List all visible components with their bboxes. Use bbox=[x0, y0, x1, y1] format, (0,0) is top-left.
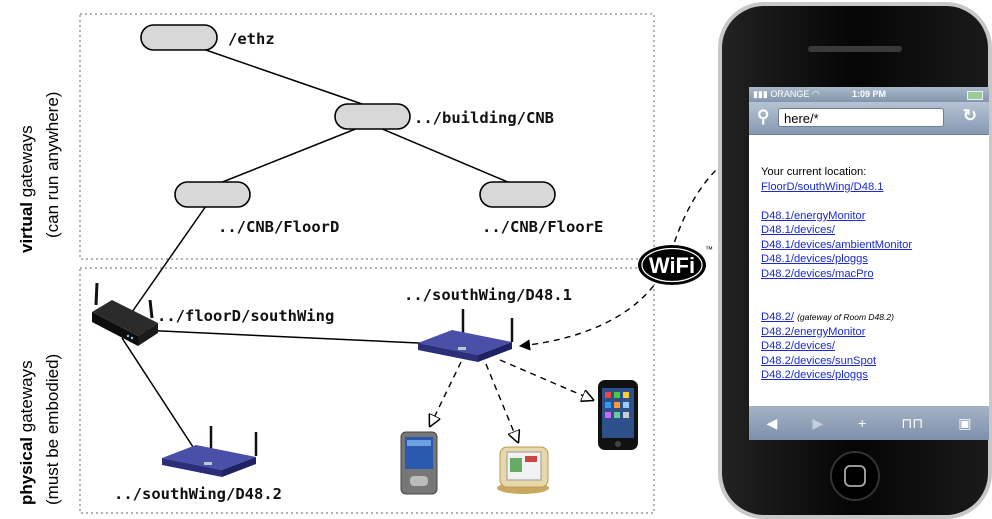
add-icon[interactable]: + bbox=[858, 415, 867, 431]
edge-southwing-d482 bbox=[121, 337, 196, 451]
physical-gateways-box bbox=[79, 267, 655, 514]
phone-screen: ▮▮▮ ORANGE ◠ 1:09 PM ⚲ here/* ↻ Your cur… bbox=[749, 87, 989, 440]
status-time: 1:09 PM bbox=[851, 89, 886, 99]
signal-icon: ▮▮▮ bbox=[753, 89, 768, 99]
ambient-display-icon[interactable] bbox=[497, 446, 549, 494]
search-icon: ⚲ bbox=[757, 107, 770, 126]
pda-device-icon[interactable] bbox=[400, 431, 438, 495]
result-link[interactable]: D48.2/energyMonitor bbox=[761, 325, 866, 338]
virtual-gateways-label: virtual gateways bbox=[17, 125, 36, 253]
wifi-status-icon: ◠ bbox=[811, 89, 820, 99]
result-link[interactable]: D48.1/devices/ploggs bbox=[761, 253, 868, 265]
arrow-to-iphone bbox=[499, 359, 593, 400]
node-ethz[interactable] bbox=[140, 24, 218, 51]
virtual-gateways-box bbox=[79, 13, 655, 260]
location-heading: Your current location: bbox=[761, 166, 867, 178]
router-southwing-icon[interactable] bbox=[92, 282, 158, 346]
arrow-to-pda bbox=[430, 361, 462, 426]
bookmarks-icon[interactable]: ⊓⊓ bbox=[901, 414, 924, 431]
browser-toolbar: ◀ ▶ + ⊓⊓ ▣ bbox=[749, 406, 989, 440]
gateway-link[interactable]: D48.2/ bbox=[761, 311, 794, 323]
edge-building-floord bbox=[219, 127, 359, 184]
arrow-to-display bbox=[485, 363, 518, 442]
result-link[interactable]: D48.1/devices/ bbox=[761, 224, 836, 236]
edge-floord-southwing bbox=[131, 205, 207, 313]
status-bar: ▮▮▮ ORANGE ◠ 1:09 PM bbox=[749, 87, 989, 102]
result-link[interactable]: D48.2/devices/sunSpot bbox=[761, 354, 877, 367]
node-building-cnb[interactable] bbox=[334, 103, 411, 130]
label-ethz: /ethz bbox=[228, 30, 275, 48]
label-building-cnb: ../building/CNB bbox=[414, 109, 554, 127]
reload-icon[interactable]: ↻ bbox=[962, 106, 977, 125]
forward-icon[interactable]: ▶ bbox=[812, 414, 824, 431]
label-d482: ../southWing/D48.2 bbox=[114, 485, 282, 503]
search-bar: ⚲ here/* ↻ bbox=[749, 102, 989, 135]
router-d482-icon[interactable] bbox=[162, 426, 258, 477]
result-link[interactable]: D48.2/devices/macPro bbox=[761, 267, 874, 280]
svg-text:WiFi: WiFi bbox=[649, 253, 695, 278]
wifi-logo-icon: WiFi ™ bbox=[638, 245, 713, 285]
pages-icon[interactable]: ▣ bbox=[958, 414, 972, 431]
result-link[interactable]: D48.2/devices/ bbox=[761, 340, 836, 352]
edge-southwing-d481 bbox=[139, 329, 441, 345]
physical-gateways-sublabel: (must be embodied) bbox=[43, 354, 62, 505]
router-d481-icon[interactable] bbox=[418, 309, 514, 362]
label-floord: ../CNB/FloorD bbox=[218, 218, 339, 236]
back-icon[interactable]: ◀ bbox=[766, 414, 778, 431]
label-southwing: ../floorD/southWing bbox=[157, 307, 334, 325]
iphone-device-icon[interactable] bbox=[598, 380, 638, 450]
physical-gateways-label: physical gateways bbox=[17, 360, 36, 505]
virtual-gateways-sublabel: (can run anywhere) bbox=[43, 92, 62, 238]
svg-text:™: ™ bbox=[705, 245, 713, 254]
node-floore[interactable] bbox=[479, 181, 556, 208]
result-link[interactable]: D48.2/devices/ploggs bbox=[761, 369, 868, 381]
results-list: Your current location: FloorD/southWing/… bbox=[749, 135, 989, 383]
label-d481: ../southWing/D48.1 bbox=[404, 286, 572, 304]
node-floord[interactable] bbox=[174, 181, 251, 208]
search-input[interactable]: here/* bbox=[778, 108, 944, 127]
gateway-line: D48.2/ (gateway of Room D48.2) bbox=[761, 310, 989, 325]
label-floore: ../CNB/FloorE bbox=[482, 218, 603, 236]
result-link[interactable]: D48.1/devices/ambientMonitor bbox=[761, 238, 913, 251]
carrier-label: ORANGE bbox=[770, 89, 810, 99]
battery-icon bbox=[967, 91, 983, 100]
wifi-link-arrow bbox=[518, 155, 733, 351]
edge-building-floore bbox=[379, 127, 511, 184]
location-link[interactable]: FloorD/southWing/D48.1 bbox=[761, 180, 884, 193]
gateway-note: (gateway of Room D48.2) bbox=[797, 312, 894, 322]
edge-ethz-building bbox=[199, 47, 366, 106]
result-link[interactable]: D48.1/energyMonitor bbox=[761, 209, 866, 222]
